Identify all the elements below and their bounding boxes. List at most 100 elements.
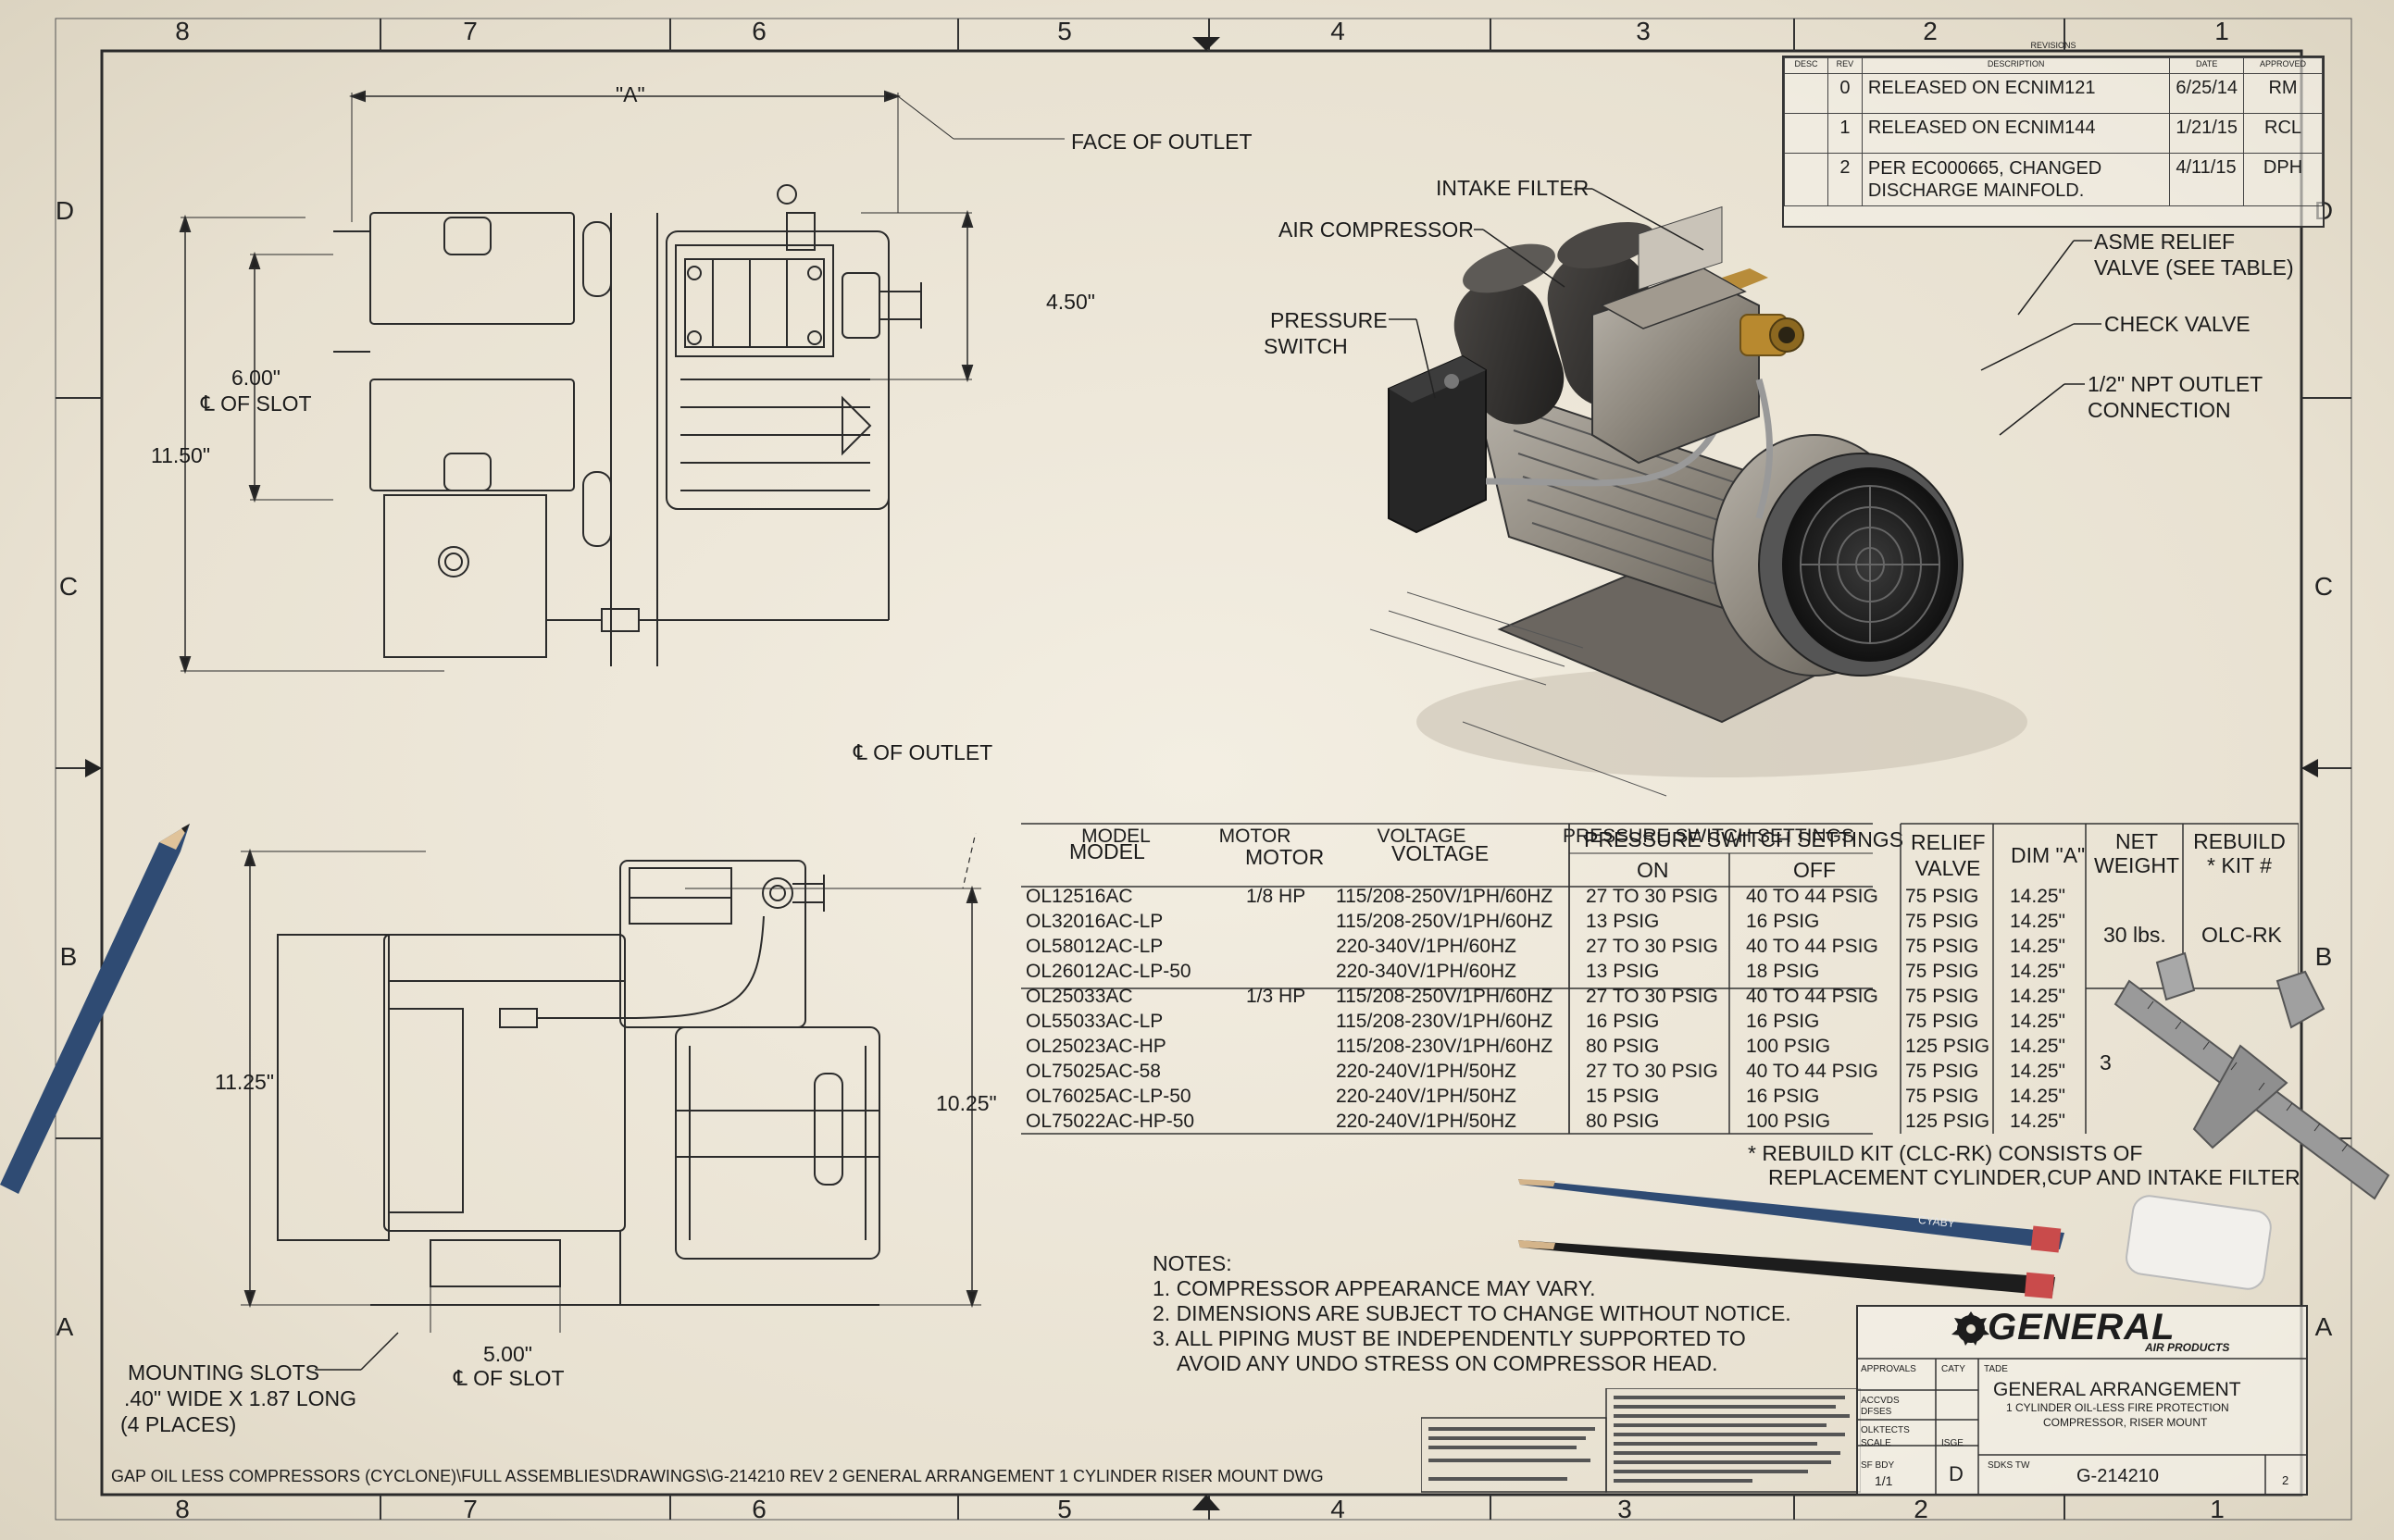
side-view-drawing [241, 833, 981, 1333]
spec-cell-relief: 75 PSIG [1905, 936, 1979, 957]
drawing-number: G-214210 [2076, 1466, 2159, 1486]
mounting-slots-line2: .40" WIDE X 1.87 LONG [124, 1386, 357, 1410]
zone-bottom-2: 2 [1914, 1495, 1928, 1523]
spec-cell-model: OL75022AC-HP-50 [1026, 1111, 1195, 1132]
callout-check-valve: CHECK VALVE [2104, 312, 2251, 336]
spec-header-kit: REBUILD * KIT # [2193, 829, 2286, 877]
rev-description: PER EC000665, CHANGED DISCHARGE MAINFOLD… [1861, 153, 2171, 206]
tb-label-caty: CATY [1941, 1364, 1965, 1374]
revision-table: DESC REV DESCRIPTION DATE APPROVED 0 REL… [1782, 41, 2325, 228]
spec-header-off: OFF [1793, 858, 1836, 882]
revisions-title: REVISIONS [2030, 41, 2076, 50]
zone-left-A: A [56, 1312, 74, 1341]
spec-header-model: MODEL [1081, 826, 1151, 847]
drawing-notes: NOTES: 1. COMPRESSOR APPEARANCE MAY VARY… [1153, 1251, 1791, 1376]
rev-description: RELEASED ON ECNIM121 [1861, 73, 2171, 114]
spec-table-grid [1568, 823, 2299, 1134]
spec-cell-off: 18 PSIG [1746, 961, 1820, 982]
spec-cell-model: OL76025AC-LP-50 [1026, 1086, 1191, 1107]
spec-cell-model: OL25023AC-HP [1026, 1036, 1166, 1057]
spec-cell-off: 40 TO 44 PSIG [1746, 1061, 1878, 1082]
tb-label-accvds: ACCVDS [1861, 1396, 1900, 1406]
mounting-slots-line3: (4 PLACES) [120, 1412, 237, 1436]
zone-bottom-4: 4 [1330, 1495, 1345, 1523]
note-item: 3. ALL PIPING MUST BE INDEPENDENTLY SUPP… [1153, 1326, 1746, 1350]
spec-cell-off: 100 PSIG [1746, 1036, 1831, 1057]
dim-600-label: 6.00" [231, 366, 281, 390]
rev-date: 1/21/15 [2169, 113, 2245, 154]
zone-bottom-8: 8 [175, 1495, 190, 1523]
tb-label-isge: ISGE [1941, 1438, 1964, 1448]
spec-header-motor: MOTOR [1245, 845, 1325, 869]
zone-top-7: 7 [463, 17, 478, 45]
zone-right-A: A [2314, 1312, 2333, 1341]
eraser [2126, 1195, 2272, 1290]
caliper [2113, 951, 2390, 1200]
spec-cell-voltage: 220-240V/1PH/50HZ [1336, 1061, 1516, 1082]
rev-header-desc: DESC [1784, 57, 1828, 74]
zone-bottom-3: 3 [1617, 1495, 1632, 1523]
spec-cell-voltage: 115/208-230V/1PH/60HZ [1336, 1011, 1553, 1032]
spec-kit-1: OLC-RK [2201, 923, 2282, 947]
mounting-slots-line1: MOUNTING SLOTS [128, 1360, 320, 1385]
spec-cell-on: 15 PSIG [1586, 1086, 1660, 1107]
compressor-3d-render [1369, 205, 2027, 797]
spec-header-voltage: VOLTAGE [1377, 826, 1466, 847]
face-of-outlet-label: FACE OF OUTLET [1071, 130, 1253, 154]
spec-cell-dim: 14.25" [2010, 1011, 2066, 1032]
spec-cell-on: 16 PSIG [1586, 1011, 1660, 1032]
callout-air-compressor: AIR COMPRESSOR [1278, 217, 1474, 242]
spec-cell-off: 16 PSIG [1746, 1086, 1820, 1107]
callout-pressure-switch-2: SWITCH [1264, 334, 1348, 358]
spec-cell-model: OL55033AC-LP [1026, 1011, 1164, 1032]
dim-a-label: "A" [616, 82, 645, 106]
dim-500-label: 5.00" [483, 1342, 532, 1366]
zone-top-4: 4 [1330, 17, 1345, 45]
spec-cell-voltage: 220-240V/1PH/50HZ [1336, 1111, 1516, 1132]
spec-header-relief: RELIEF VALVE [1911, 830, 1986, 880]
rev-number: 2 [1827, 153, 1863, 206]
rev-date: 6/25/14 [2169, 73, 2245, 114]
spec-cell-voltage: 115/208-230V/1PH/60HZ [1336, 1036, 1553, 1057]
dim-1150-label: 11.50" [151, 443, 211, 467]
model-spec-table: MODEL MOTOR VOLTAGE PRESSURE SWITCH SETT… [1021, 822, 1873, 1136]
cl-of-slot-label: ℄ OF SLOT [201, 391, 312, 416]
tb-label-tade: TADE [1984, 1364, 2008, 1374]
spec-cell-voltage: 220-340V/1PH/60HZ [1336, 961, 1516, 982]
rev-description: RELEASED ON ECNIM144 [1861, 113, 2171, 154]
dim-1125-label: 11.25" [215, 1070, 275, 1094]
spec-header-on: ON [1637, 858, 1669, 882]
spec-cell-dim: 14.25" [2010, 911, 2066, 932]
spec-cell-relief: 125 PSIG [1905, 1111, 1990, 1132]
dim-1025-label: 10.25" [936, 1091, 997, 1115]
rev-approver: RCL [2243, 113, 2323, 154]
spec-cell-motor: 1/8 HP [1246, 886, 1306, 907]
spec-cell-model: OL26012AC-LP-50 [1026, 961, 1191, 982]
zone-bottom-5: 5 [1057, 1495, 1072, 1523]
spec-cell-on: 27 TO 30 PSIG [1586, 1061, 1718, 1082]
cl-of-outlet-label: ℄ OF OUTLET [854, 740, 993, 764]
callout-intake-filter: INTAKE FILTER [1436, 176, 1590, 200]
tb-label-sfbdy: SF BDY [1861, 1460, 1895, 1471]
company-logo-sub: AIR PRODUCTS [2145, 1341, 2230, 1354]
spec-cell-relief: 75 PSIG [1905, 1011, 1979, 1032]
spec-footnote-2: REPLACEMENT CYLINDER,CUP AND INTAKE FILT… [1768, 1165, 2300, 1189]
rev-approver: RM [2243, 73, 2323, 114]
spec-cell-motor: 1/3 HP [1246, 986, 1306, 1007]
spec-header-dim-a: DIM "A" [2011, 843, 2086, 867]
spec-cell-off: 16 PSIG [1746, 911, 1820, 932]
zone-left-B: B [59, 942, 78, 971]
spec-cell-voltage: 115/208-250V/1PH/60HZ [1336, 911, 1553, 932]
spec-cell-on: 13 PSIG [1586, 911, 1660, 932]
spec-cell-off: 40 TO 44 PSIG [1746, 986, 1878, 1007]
pencil-left [0, 824, 190, 1194]
spec-cell-model: OL12516AC [1026, 886, 1133, 907]
note-item: AVOID ANY UNDO STRESS ON COMPRESSOR HEAD… [1177, 1351, 1718, 1375]
spec-cell-off: 16 PSIG [1746, 1011, 1820, 1032]
file-path-footer: GAP OIL LESS COMPRESSORS (CYCLONE)\FULL … [111, 1467, 1324, 1485]
